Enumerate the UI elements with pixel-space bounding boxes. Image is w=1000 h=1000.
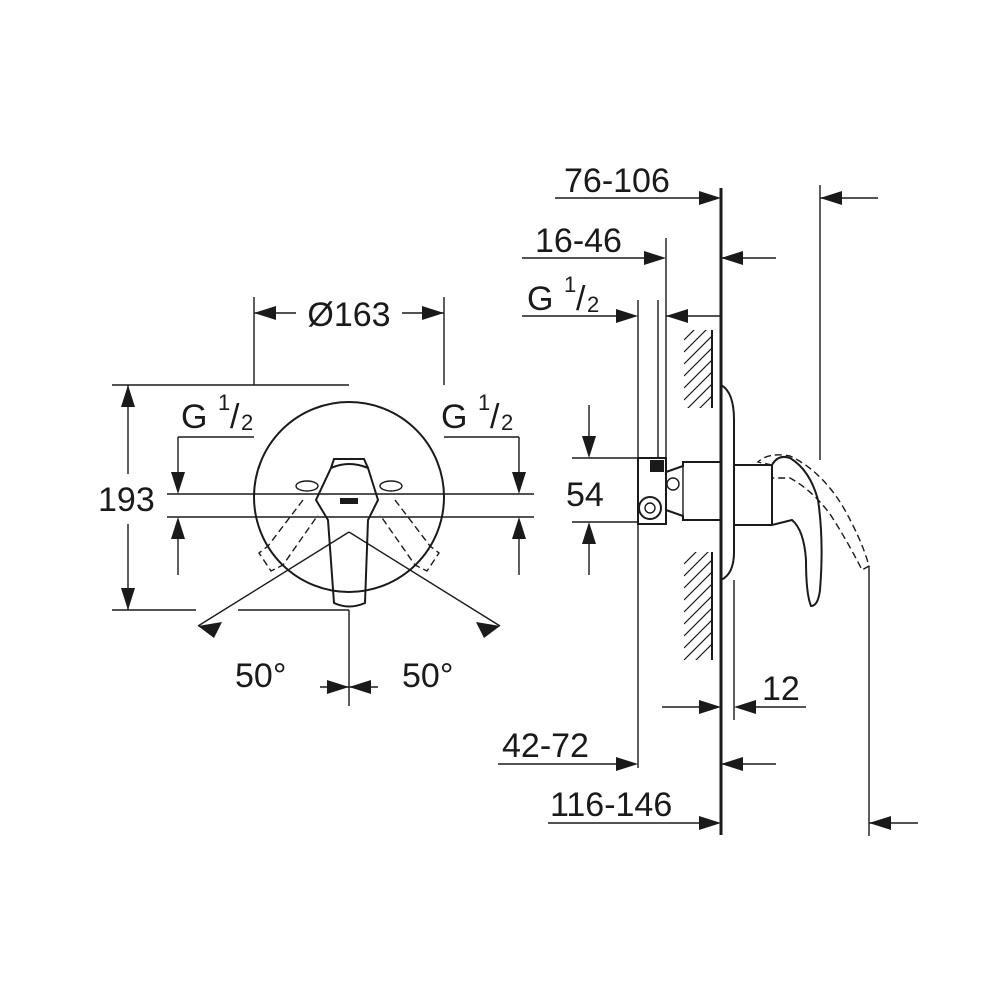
dim-116-146-label: 116-146	[550, 786, 672, 824]
height-arrow-bottom	[121, 588, 135, 610]
wall-hatch-top	[684, 330, 712, 408]
thread-side-num: 1	[564, 272, 576, 297]
lever-handle-front	[314, 463, 380, 608]
valve-body-cap	[650, 460, 664, 472]
thread-right-slash: /	[490, 398, 500, 436]
thread-left-den: 2	[241, 410, 253, 435]
thread-left-arrow-bottom	[171, 517, 185, 539]
dim-16-46-arrow-right	[721, 251, 743, 265]
dim-12-arrow-left	[699, 700, 721, 714]
thread-right-num: 1	[478, 390, 490, 415]
dim-76-106-arrow	[699, 191, 721, 205]
dim-116-146-arrow-right	[869, 816, 891, 830]
height-arrow-top	[121, 385, 135, 407]
escutcheon-plate-side	[720, 384, 735, 581]
thread-right-arrow-top	[512, 472, 526, 494]
dim-54-arrow-bottom	[582, 522, 596, 544]
valve-side-port	[666, 477, 680, 491]
cartridge-housing	[665, 461, 722, 521]
thread-side-arrow-right	[666, 309, 688, 323]
angle-right-arrow-outer	[476, 622, 500, 638]
dim-42-72-arrow-right	[721, 757, 743, 771]
thread-right-label: G	[441, 398, 467, 436]
dim-12-label: 12	[762, 670, 800, 708]
dim-42-72-arrow	[616, 757, 638, 771]
diameter-arrow-left	[254, 306, 276, 320]
dim-54-arrow-top	[582, 436, 596, 458]
angle-center-arrow-right	[349, 680, 371, 694]
valve-outlet-inner	[644, 502, 656, 514]
dim-16-46-arrow	[644, 251, 666, 265]
side-view: 76-106 16-46 G 1 / 2 54 12	[498, 162, 918, 836]
thread-left-slash: /	[230, 398, 240, 436]
thread-right-den: 2	[501, 410, 513, 435]
front-view: Ø163 193 G 1 / 2 G 1 / 2	[98, 296, 534, 706]
height-label: 193	[98, 481, 155, 519]
lever-handle-side	[771, 455, 823, 608]
escutcheon-plate-outline	[253, 401, 445, 593]
dim-76-106-label: 76-106	[564, 162, 670, 200]
handle-indicator	[340, 498, 358, 504]
thread-side-label: G	[527, 280, 553, 318]
thread-left-num: 1	[218, 390, 230, 415]
diameter-label: Ø163	[307, 296, 390, 334]
dim-12-arrow-right	[734, 700, 756, 714]
dim-54-label: 54	[566, 476, 604, 514]
dim-76-106-arrow-right	[820, 191, 842, 205]
wall-hatch-bottom	[684, 552, 712, 660]
lever-handle-raised-dashed	[756, 454, 870, 571]
handle-cap-top	[330, 458, 369, 469]
handle-rotated-left-dashed	[258, 499, 319, 572]
angle-center-arrow-left	[327, 680, 349, 694]
thread-left-label: G	[181, 398, 207, 436]
mounting-screw-right	[379, 480, 403, 492]
thread-side-arrow	[616, 309, 638, 323]
thread-right-arrow-bottom	[512, 517, 526, 539]
handle-rotated-right-dashed	[379, 499, 440, 572]
mounting-screw-left	[295, 480, 319, 492]
valve-outlet-ring	[638, 496, 662, 520]
dim-16-46-label: 16-46	[535, 222, 622, 260]
thread-side-slash: /	[576, 280, 586, 318]
angle-right-label: 50°	[402, 657, 453, 695]
dim-42-72-label: 42-72	[502, 727, 589, 765]
diameter-arrow-right	[422, 306, 444, 320]
angle-left-label: 50°	[235, 657, 286, 695]
thread-left-arrow-top	[171, 472, 185, 494]
dim-116-146-arrow	[699, 816, 721, 830]
angle-ray-left	[197, 531, 350, 627]
angle-ray-right	[348, 531, 501, 627]
thread-side-den: 2	[587, 292, 599, 317]
angle-left-arrow-outer	[198, 622, 222, 638]
